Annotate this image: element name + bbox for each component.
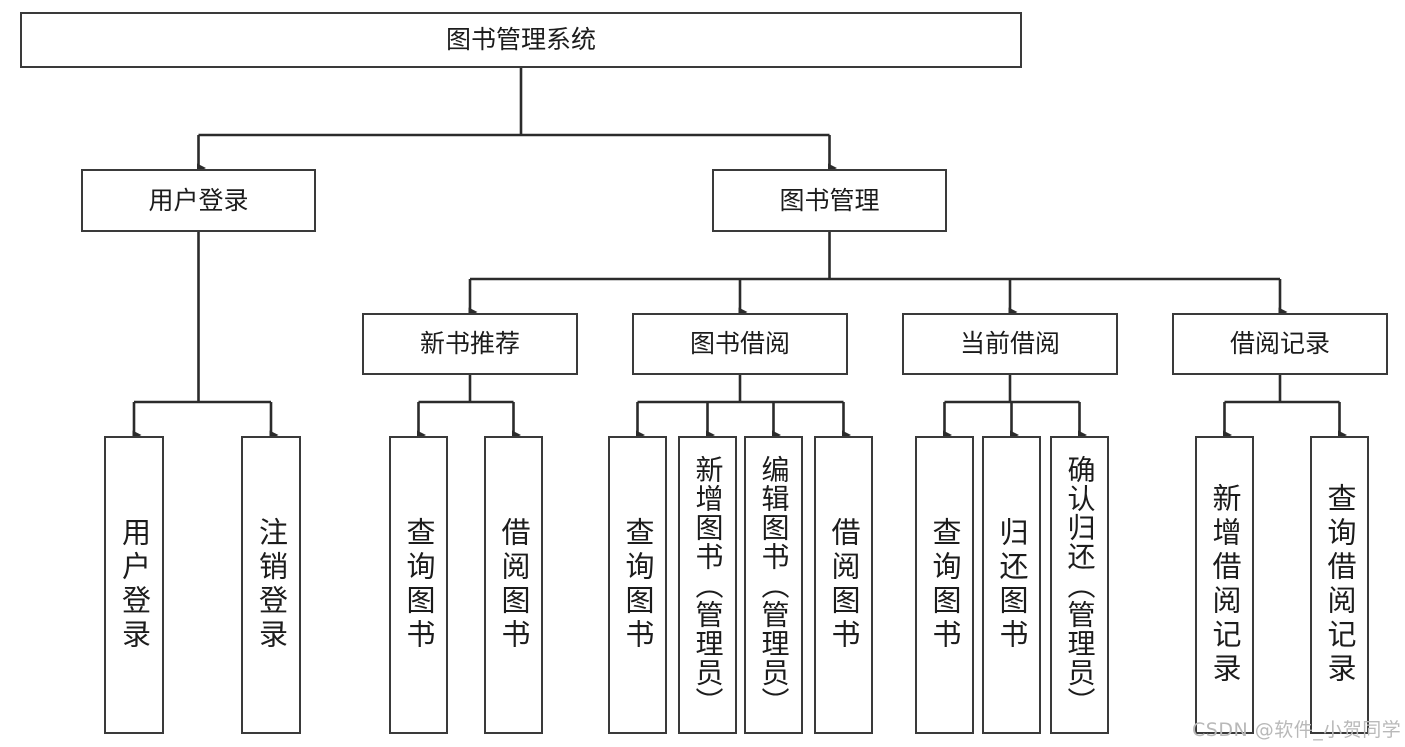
node-book-borrow[interactable]: 图书借阅 bbox=[632, 313, 848, 375]
node-borrow-record[interactable]: 借阅记录 bbox=[1172, 313, 1388, 375]
node-label: 借阅图书 bbox=[827, 517, 861, 653]
node-leaf-borrow-book[interactable]: 借阅图书 bbox=[814, 436, 873, 734]
node-book-manage[interactable]: 图书管理 bbox=[712, 169, 947, 232]
node-label: 当前借阅 bbox=[959, 329, 1060, 358]
node-label: 图书管理系统 bbox=[445, 25, 596, 54]
node-current-borrow[interactable]: 当前借阅 bbox=[902, 313, 1118, 375]
node-label: 归还图书 bbox=[995, 517, 1029, 653]
node-leaf-return-book[interactable]: 归还图书 bbox=[982, 436, 1041, 734]
node-leaf-borrow-book-rec[interactable]: 借阅图书 bbox=[484, 436, 543, 734]
node-leaf-confirm-return[interactable]: 确认归还（管理员） bbox=[1050, 436, 1109, 734]
csdn-watermark: CSDN @软件_小贺同学 bbox=[1192, 719, 1402, 741]
node-label: 查询图书 bbox=[928, 517, 962, 653]
node-label: 查询图书 bbox=[402, 517, 436, 653]
node-label: 图书管理 bbox=[779, 185, 880, 215]
node-label: 注销登录 bbox=[254, 517, 289, 653]
node-label: 新增借阅记录 bbox=[1208, 483, 1242, 687]
node-leaf-user-login[interactable]: 用户登录 bbox=[104, 436, 164, 734]
node-label: 查询图书 bbox=[621, 517, 655, 653]
node-leaf-query-book-rec[interactable]: 查询图书 bbox=[389, 436, 448, 734]
node-root[interactable]: 图书管理系统 bbox=[20, 12, 1022, 68]
node-label: 新增图书（管理员） bbox=[691, 454, 725, 716]
node-leaf-add-book[interactable]: 新增图书（管理员） bbox=[678, 436, 737, 734]
node-label: 图书借阅 bbox=[689, 329, 790, 358]
node-label: 用户登录 bbox=[117, 517, 152, 653]
node-leaf-edit-book[interactable]: 编辑图书（管理员） bbox=[744, 436, 803, 734]
node-leaf-add-record[interactable]: 新增借阅记录 bbox=[1195, 436, 1254, 734]
node-label: 借阅图书 bbox=[497, 517, 531, 653]
node-label: 编辑图书（管理员） bbox=[757, 454, 791, 716]
node-leaf-query-book-current[interactable]: 查询图书 bbox=[915, 436, 974, 734]
node-leaf-user-logout[interactable]: 注销登录 bbox=[241, 436, 301, 734]
node-leaf-query-record[interactable]: 查询借阅记录 bbox=[1310, 436, 1369, 734]
node-label: 查询借阅记录 bbox=[1323, 483, 1357, 687]
node-label: 确认归还（管理员） bbox=[1063, 454, 1097, 716]
node-label: 新书推荐 bbox=[419, 329, 520, 358]
node-new-book-recommend[interactable]: 新书推荐 bbox=[362, 313, 578, 375]
node-user-login[interactable]: 用户登录 bbox=[81, 169, 316, 232]
node-leaf-query-book-borrow[interactable]: 查询图书 bbox=[608, 436, 667, 734]
node-label: 用户登录 bbox=[148, 185, 249, 215]
node-label: 借阅记录 bbox=[1229, 329, 1330, 358]
